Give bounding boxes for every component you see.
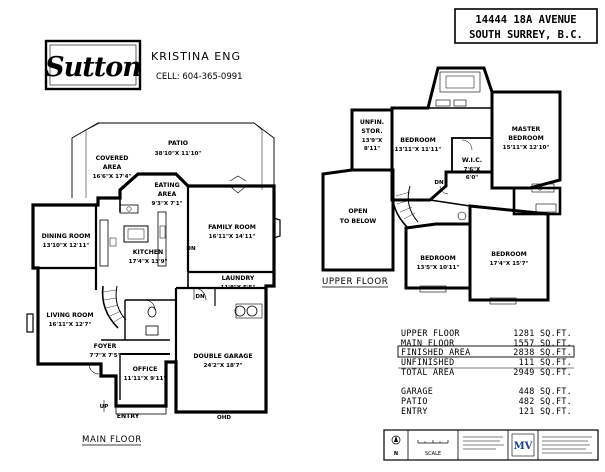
room-dims-garage: 24'2"X 18'7" <box>204 363 243 369</box>
area-value-main: 1557 SQ.FT. <box>513 338 572 348</box>
upper-floor-plan <box>321 66 562 305</box>
area-value-finished: 2838 SQ.FT. <box>513 347 572 357</box>
north-label: N <box>394 451 398 457</box>
area-value-upper: 1281 SQ.FT. <box>513 328 572 338</box>
room-dims-living: 16'11"X 12'7" <box>49 322 92 328</box>
area-summary: UPPER FLOOR 1281 SQ.FT. MAIN FLOOR 1557 … <box>397 328 575 416</box>
room-name-bedroom-mid: BEDROOM <box>420 255 456 262</box>
address-line-1: 14444 18A AVENUE <box>475 14 576 26</box>
room-name-laundry: LAUNDRY <box>222 275 255 282</box>
room-dims-unfin-stor-1: 13'9"X <box>362 138 383 144</box>
room-name-bedroom-top: BEDROOM <box>400 137 436 144</box>
room-name-garage: DOUBLE GARAGE <box>193 353 252 360</box>
room-name-master-2: BEDROOM <box>508 135 544 142</box>
address-box: 14444 18A AVENUE SOUTH SURREY, B.C. <box>454 8 598 44</box>
area-value-unfinished: 111 SQ.FT. <box>519 357 572 367</box>
drawing-info <box>463 436 504 450</box>
room-dims-eating-area: 9'3"X 7'1" <box>151 201 182 207</box>
north-arrow-icon: N <box>391 435 401 457</box>
room-name-family: FAMILY ROOM <box>208 224 256 231</box>
room-name-bedroom-right: BEDROOM <box>491 251 527 258</box>
area-value-total: 2949 SQ.FT. <box>513 367 572 377</box>
room-dims-kitchen: 17'4"X 13'9" <box>129 259 168 265</box>
room-dims-unfin-stor-2: 8'11" <box>364 146 380 152</box>
footer-strip: N SCALE MV <box>383 429 599 461</box>
company-mark-text: MV <box>514 441 533 452</box>
area-label-main: MAIN FLOOR <box>401 338 455 348</box>
agent-name: KRISTINA ENG <box>151 50 241 63</box>
area-label-patio: PATIO <box>401 396 428 406</box>
room-name-covered-area-2: AREA <box>103 164 122 171</box>
room-dims-patio: 38'10"X 11'10" <box>155 151 202 157</box>
room-dims-family: 16'11"X 14'11" <box>209 234 256 240</box>
area-label-total: TOTAL AREA <box>401 367 454 377</box>
area-label-garage: GARAGE <box>401 386 433 396</box>
room-name-open-1: OPEN <box>348 208 367 215</box>
room-name-unfin-stor-1: UNFIN. <box>360 119 384 126</box>
room-name-eating-area-1: EATING <box>154 182 179 189</box>
room-dims-wic-2: 6'0" <box>466 175 478 181</box>
room-name-office: OFFICE <box>133 366 158 373</box>
address-line-2: SOUTH SURREY, B.C. <box>469 29 583 41</box>
room-name-eating-area-2: AREA <box>158 191 177 198</box>
room-name-entry: ENTRY <box>117 413 140 420</box>
room-name-open-2: TO BELOW <box>340 218 377 225</box>
room-dims-master: 15'11"X 12'10" <box>503 145 550 151</box>
area-value-entry: 121 SQ.FT. <box>519 406 572 416</box>
finished-area-box <box>397 345 575 358</box>
agent-cell: CELL: 604-365-0991 <box>156 72 243 82</box>
room-name-master-1: MASTER <box>512 126 541 133</box>
room-dims-foyer: 7'7"X 7'5" <box>89 353 120 359</box>
room-name-patio: PATIO <box>168 140 188 147</box>
room-name-unfin-stor-2: STOR. <box>361 128 382 135</box>
scale-label: SCALE <box>425 451 441 457</box>
room-name-kitchen: KITCHEN <box>133 249 163 256</box>
main-floor-labels: PATIO 38'10"X 11'10" COVERED AREA 16'6"X… <box>42 140 256 446</box>
room-dims-dining: 13'10"X 12'11" <box>43 243 90 249</box>
mark-dn-laundry: DN <box>195 294 205 300</box>
scale-bar: SCALE <box>417 440 449 457</box>
company-mark: MV <box>511 433 535 457</box>
room-name-wic: W.I.C. <box>462 157 482 164</box>
mark-dn-upper: DN <box>434 180 444 186</box>
area-label-finished: FINISHED AREA <box>401 347 470 357</box>
upper-floor-label: UPPER FLOOR <box>322 277 388 287</box>
area-value-garage: 448 SQ.FT. <box>519 386 572 396</box>
room-name-foyer: FOYER <box>94 343 117 350</box>
logo-text: Sutton <box>45 52 141 83</box>
upper-floor-labels: UNFIN. STOR. 13'9"X 8'11" BEDROOM 13'11"… <box>322 119 550 288</box>
room-dims-wic-1: 7'6"X <box>464 167 481 173</box>
area-label-entry: ENTRY <box>401 406 428 416</box>
room-dims-bedroom-top: 13'11"X 11'11" <box>395 147 442 153</box>
room-name-living: LIVING ROOM <box>46 312 93 319</box>
room-dims-office: 11'11"X 9'11" <box>124 376 167 382</box>
room-dims-laundry: 11'8"X 5'5" <box>221 285 256 291</box>
room-dims-bedroom-right: 17'4"X 15'7" <box>490 261 529 267</box>
room-dims-bedroom-mid: 13'5"X 10'11" <box>417 265 460 271</box>
area-label-upper: UPPER FLOOR <box>401 328 460 338</box>
room-dims-covered-area: 16'6"X 17'4" <box>93 174 132 180</box>
area-label-unfinished: UNFINISHED <box>401 357 454 367</box>
area-value-patio: 482 SQ.FT. <box>519 396 572 406</box>
mark-up-entry: UP <box>100 404 109 410</box>
main-floor-plan <box>26 122 281 415</box>
sutton-logo: Sutton <box>44 39 142 91</box>
mark-ohd: OHD <box>217 415 231 421</box>
main-floor-label: MAIN FLOOR <box>82 435 142 445</box>
mark-dn-family: DN <box>186 246 196 252</box>
room-name-dining: DINING ROOM <box>42 233 91 240</box>
company-info <box>542 436 592 454</box>
room-name-covered-area-1: COVERED <box>96 155 129 162</box>
